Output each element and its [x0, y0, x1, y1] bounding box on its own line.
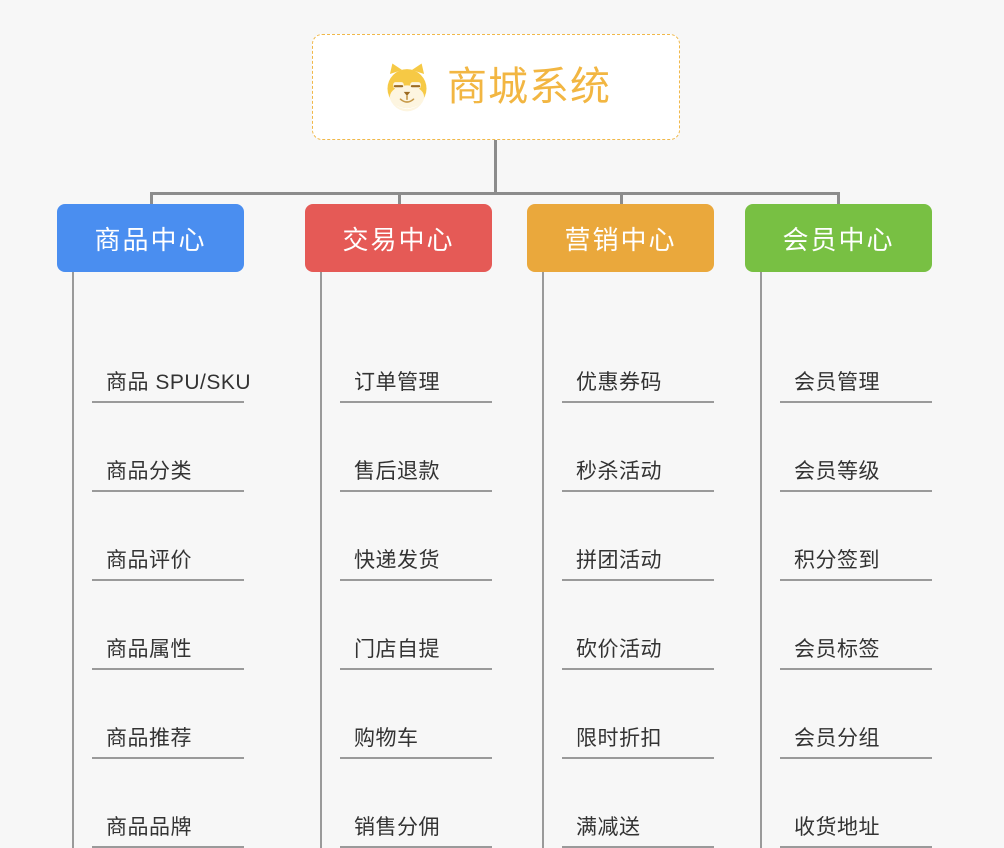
- branch-column-0: 商品中心 商品 SPU/SKU 商品分类 商品评价 商品属性 商品推荐 商品品牌: [57, 204, 251, 848]
- shiba-dog-icon: [381, 61, 433, 113]
- category-title-0: 商品中心: [94, 224, 207, 255]
- category-box-2[interactable]: 营销中心: [527, 204, 714, 272]
- leaf-item[interactable]: 购物车: [340, 670, 492, 759]
- leaf-item[interactable]: 销售分佣: [340, 759, 492, 848]
- leaf-item[interactable]: 优惠券码: [562, 272, 714, 403]
- leaf-item[interactable]: 订单管理: [340, 272, 492, 403]
- category-title-2: 营销中心: [564, 224, 677, 255]
- leaf-item[interactable]: 限时折扣: [562, 670, 714, 759]
- leaf-item[interactable]: 快递发货: [340, 492, 492, 581]
- leaf-list-3: 会员管理 会员等级 积分签到 会员标签 会员分组 收货地址: [760, 272, 932, 848]
- branch-column-3: 会员中心 会员管理 会员等级 积分签到 会员标签 会员分组 收货地址: [745, 204, 932, 848]
- connector-drop-营销中心: [620, 192, 623, 206]
- root-node-mall-system[interactable]: 商城系统: [312, 34, 680, 140]
- leaf-list-1: 订单管理 售后退款 快递发货 门店自提 购物车 销售分佣: [320, 272, 492, 848]
- leaf-item[interactable]: 商品属性: [92, 581, 244, 670]
- leaf-item[interactable]: 砍价活动: [562, 581, 714, 670]
- leaf-item[interactable]: 商品评价: [92, 492, 244, 581]
- leaf-item[interactable]: 收货地址: [780, 759, 932, 848]
- branch-column-1: 交易中心 订单管理 售后退款 快递发货 门店自提 购物车 销售分佣: [305, 204, 492, 848]
- leaf-list-2: 优惠券码 秒杀活动 拼团活动 砍价活动 限时折扣 满减送: [542, 272, 714, 848]
- connector-drop-商品中心: [150, 192, 153, 206]
- category-title-3: 会员中心: [782, 224, 895, 255]
- leaf-item[interactable]: 会员等级: [780, 403, 932, 492]
- leaf-item[interactable]: 会员分组: [780, 670, 932, 759]
- leaf-item[interactable]: 拼团活动: [562, 492, 714, 581]
- root-node-title: 商城系统: [447, 65, 611, 109]
- leaf-item[interactable]: 门店自提: [340, 581, 492, 670]
- leaf-item[interactable]: 售后退款: [340, 403, 492, 492]
- leaf-item[interactable]: 会员管理: [780, 272, 932, 403]
- connector-drop-会员中心: [837, 192, 840, 206]
- leaf-item[interactable]: 秒杀活动: [562, 403, 714, 492]
- category-box-0[interactable]: 商品中心: [57, 204, 244, 272]
- category-box-1[interactable]: 交易中心: [305, 204, 492, 272]
- leaf-item[interactable]: 商品推荐: [92, 670, 244, 759]
- branch-column-2: 营销中心 优惠券码 秒杀活动 拼团活动 砍价活动 限时折扣 满减送: [527, 204, 714, 848]
- leaf-item[interactable]: 会员标签: [780, 581, 932, 670]
- leaf-item[interactable]: 商品品牌: [92, 759, 244, 848]
- connector-root-stem: [494, 140, 497, 194]
- leaf-item[interactable]: 积分签到: [780, 492, 932, 581]
- leaf-item[interactable]: 商品 SPU/SKU: [92, 272, 251, 403]
- category-box-3[interactable]: 会员中心: [745, 204, 932, 272]
- connector-horizontal-bus: [150, 192, 838, 195]
- leaf-list-0: 商品 SPU/SKU 商品分类 商品评价 商品属性 商品推荐 商品品牌: [72, 272, 251, 848]
- category-title-1: 交易中心: [342, 224, 455, 255]
- leaf-item[interactable]: 满减送: [562, 759, 714, 848]
- connector-drop-交易中心: [398, 192, 401, 206]
- leaf-item[interactable]: 商品分类: [92, 403, 244, 492]
